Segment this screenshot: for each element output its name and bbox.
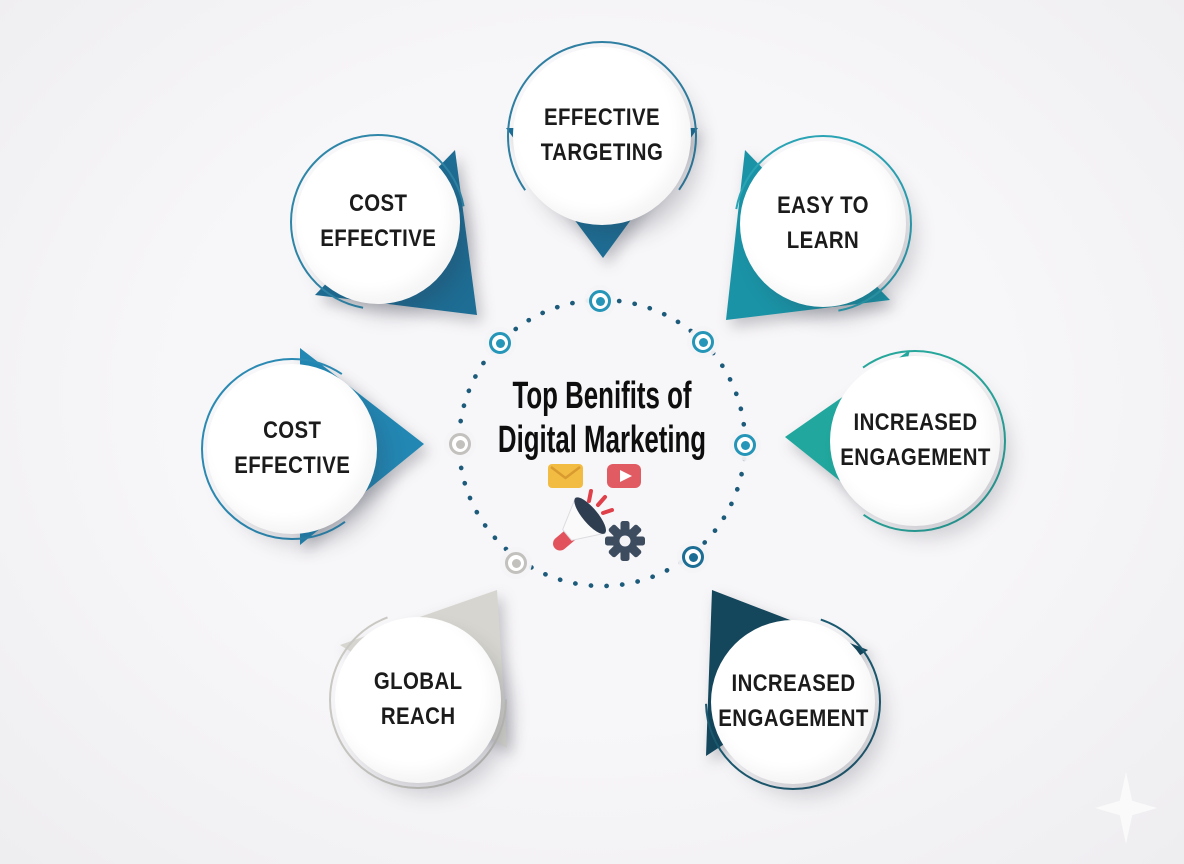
marker-dot	[495, 338, 505, 348]
sparkle-watermark-icon	[1095, 772, 1157, 844]
ring-marker-right	[734, 434, 756, 456]
gear-icon	[605, 521, 645, 561]
circle-arc	[290, 134, 466, 310]
marker-dot	[511, 558, 521, 568]
marker-dot	[688, 552, 698, 562]
center-title-block: Top Benifits of Digital Marketing	[442, 374, 762, 462]
circle-arc	[705, 614, 881, 790]
ring-marker-top	[589, 290, 611, 312]
ring-marker-lower-right	[682, 546, 704, 568]
email-icon	[548, 464, 583, 488]
megaphone-icon	[553, 489, 614, 551]
marker-dot	[740, 440, 750, 450]
ring-marker-lower-left	[505, 552, 527, 574]
page-title-line1: Top Benifits of	[512, 375, 692, 417]
ring-marker-left	[449, 433, 471, 455]
marker-dot	[595, 296, 605, 306]
circle-arc	[201, 358, 383, 540]
circle-arc	[824, 350, 1006, 532]
ring-marker-upper-right	[692, 331, 714, 353]
youtube-play-icon	[607, 464, 641, 488]
marker-dot	[698, 337, 708, 347]
circle-arc	[329, 611, 507, 789]
marker-dot	[455, 439, 465, 449]
circle-arc	[734, 135, 912, 313]
page-title-line2: Digital Marketing	[497, 419, 707, 462]
ring-marker-upper-left	[489, 332, 511, 354]
circle-arc	[507, 41, 697, 231]
